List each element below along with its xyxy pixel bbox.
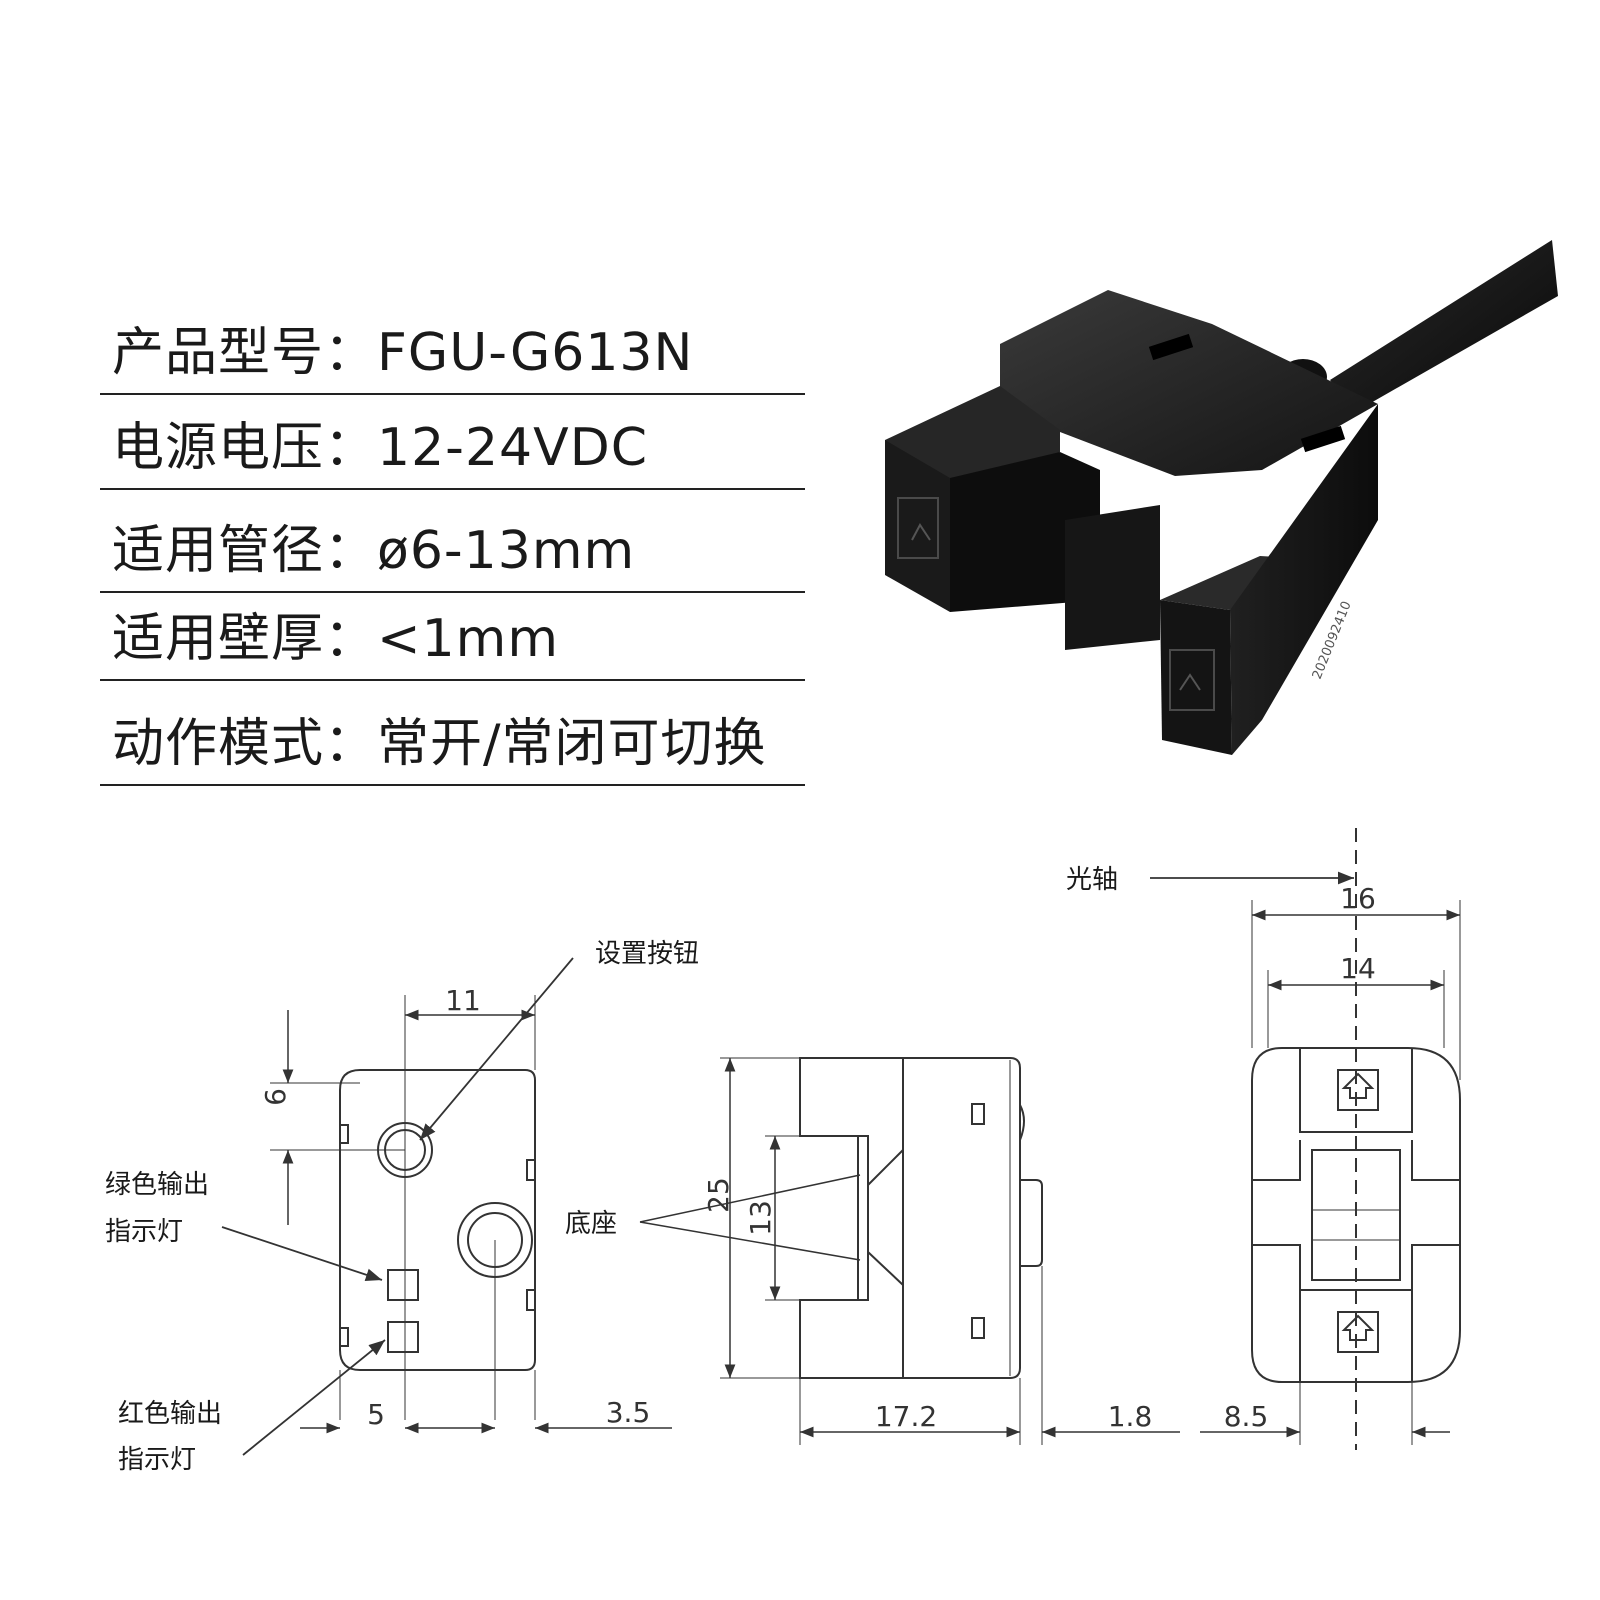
top-slot (1148, 333, 1194, 361)
dim-3-5: 3.5 (606, 1396, 651, 1429)
sensor-photo: 2020092410 (885, 240, 1558, 755)
base-leader-1 (639, 1174, 861, 1223)
dim-17-2: 17.2 (875, 1400, 937, 1433)
sensor-right-arm-front (1160, 600, 1232, 755)
green-led-label-2: 指示灯 (105, 1217, 183, 1247)
dim-6: 6 (259, 1088, 292, 1106)
spec-label: 动作模式： (112, 714, 378, 774)
spec-value: ø6-13mm (377, 521, 636, 581)
dim-11: 11 (445, 984, 481, 1017)
red-led-label-2: 指示灯 (118, 1445, 196, 1475)
spec-label: 适用壁厚： (112, 609, 378, 669)
spec-row-action-mode: 动作模式：常开/常闭可切换 (100, 681, 805, 786)
arrow-up-icon (1341, 1072, 1375, 1099)
sensor-slot (950, 452, 1100, 612)
top-view-outline (339, 1069, 536, 1371)
spec-value: 常开/常闭可切换 (377, 714, 767, 774)
divider (100, 591, 805, 593)
spec-label: 电源电压： (112, 418, 378, 478)
sensor-top-face (1000, 290, 1378, 476)
set-button-leader (419, 957, 574, 1141)
emitter-window (1337, 1069, 1379, 1111)
spec-value: 12-24VDC (377, 418, 649, 478)
divider (100, 393, 805, 395)
spec-row-voltage: 电源电压：12-24VDC (100, 395, 805, 490)
spec-label: 产品型号： (112, 323, 378, 383)
sensor-cable (1330, 240, 1558, 412)
dim-14: 14 (1340, 952, 1376, 985)
dim-5: 5 (367, 1398, 385, 1431)
dim-8-5: 8.5 (1224, 1400, 1269, 1433)
spec-value: <1mm (377, 609, 559, 669)
red-led-leader (242, 1339, 386, 1456)
sensor-side-face (1230, 404, 1378, 755)
dim-25: 25 (702, 1177, 735, 1213)
front-view-drawing (1150, 828, 1461, 1450)
red-led (387, 1321, 419, 1353)
base-label: 底座 (565, 1209, 617, 1239)
spec-row-wall-thickness: 适用壁厚：<1mm (100, 593, 805, 681)
dim-16: 16 (1340, 882, 1376, 915)
divider (100, 488, 805, 490)
divider (100, 784, 805, 786)
sensor-left-arm-front (885, 440, 950, 612)
optical-axis-label: 光轴 (1066, 865, 1118, 895)
spec-row-model: 产品型号：FGU-G613N (100, 300, 805, 395)
top-slot (1300, 425, 1346, 453)
green-led-label: 绿色输出 (105, 1170, 209, 1200)
dim-13: 13 (744, 1200, 777, 1236)
spec-label: 适用管径： (112, 521, 378, 581)
green-led (387, 1269, 419, 1301)
receiver-window (1337, 1311, 1379, 1353)
arrow-up-icon (1341, 1314, 1375, 1341)
spec-value: FGU-G613N (377, 323, 694, 383)
dim-1-8: 1.8 (1108, 1400, 1153, 1433)
divider (100, 679, 805, 681)
side-view-drawing (639, 1057, 1180, 1445)
green-led-leader (221, 1226, 383, 1282)
side-view-outline (799, 1057, 1021, 1379)
set-button-label: 设置按钮 (595, 939, 699, 969)
top-view-drawing (221, 957, 672, 1456)
base-leader-2 (639, 1221, 861, 1261)
front-view-outline (1251, 1047, 1461, 1383)
red-led-label: 红色输出 (118, 1399, 222, 1429)
spec-row-tube-diameter: 适用管径：ø6-13mm (100, 490, 805, 593)
